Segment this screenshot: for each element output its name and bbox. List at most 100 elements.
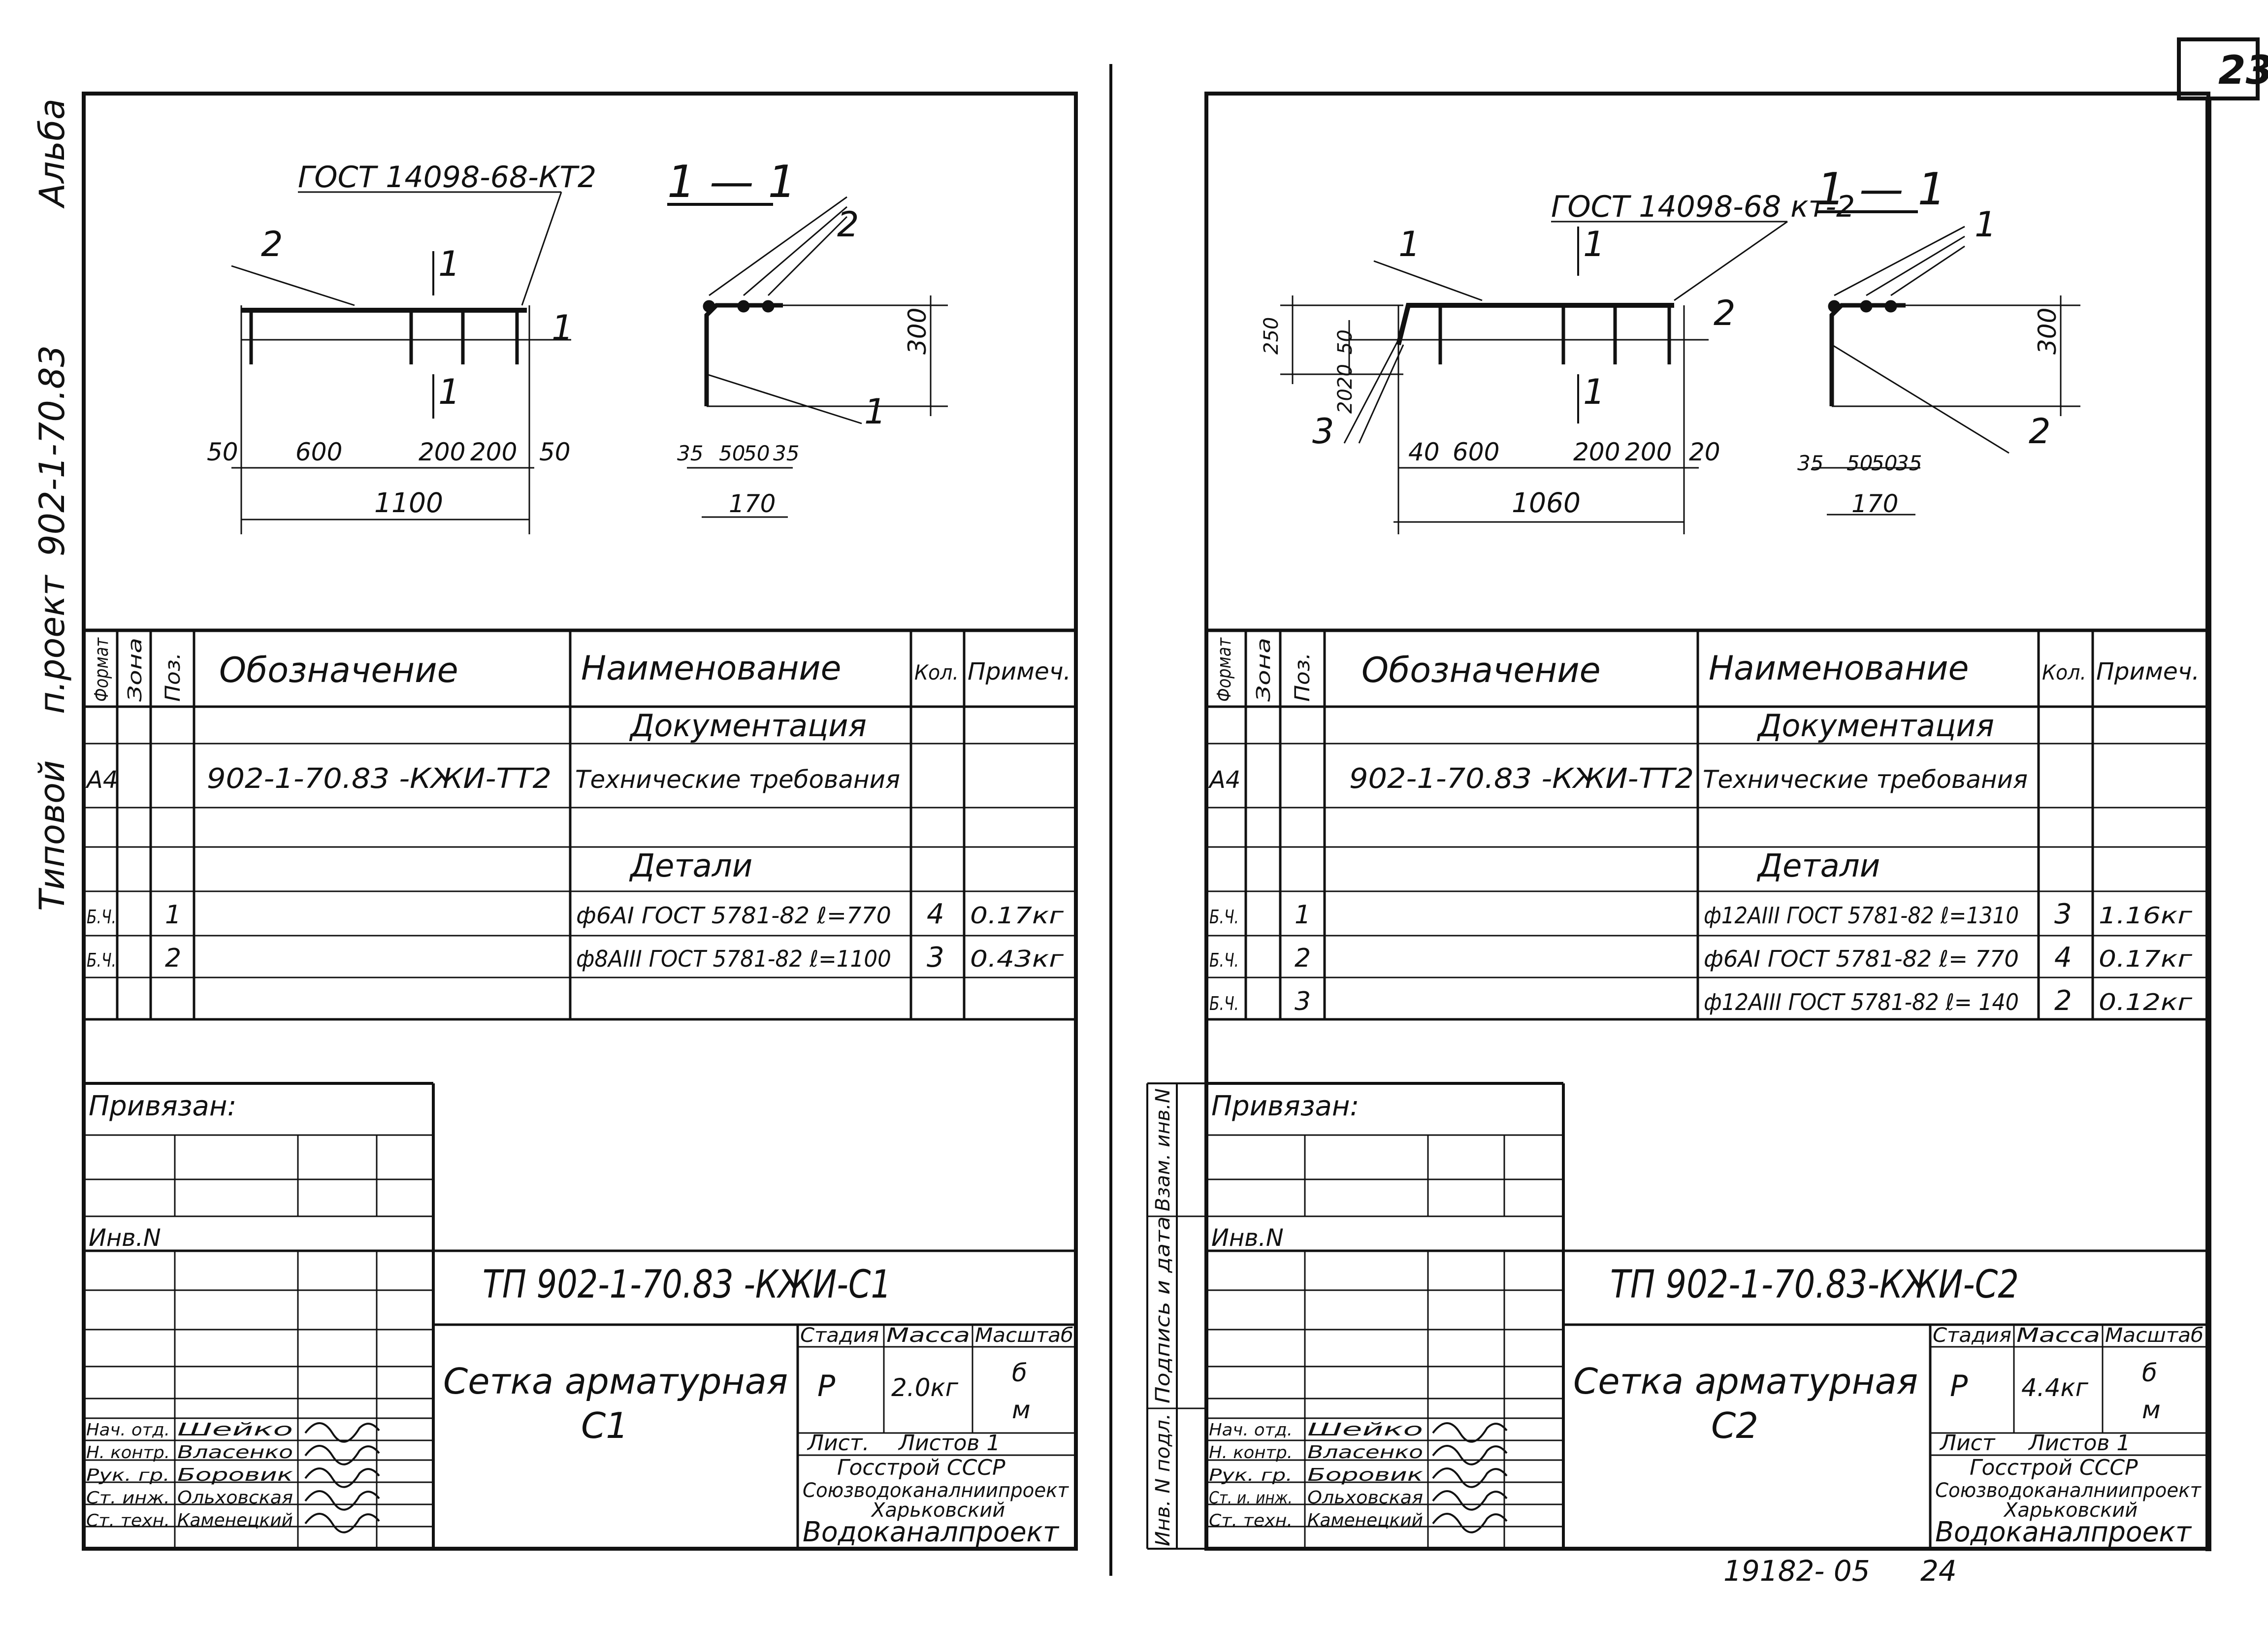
col-note: Примеч. — [968, 658, 1071, 685]
part-qty: 3 — [927, 942, 944, 974]
part-pos: 2 — [1295, 944, 1311, 973]
section-label: 1 — 1 — [667, 156, 796, 208]
drawing-mark: С2 — [1711, 1405, 1758, 1446]
org-line: Водоканалпроект — [1935, 1516, 2192, 1548]
staff-role: Рук. гр. — [1209, 1465, 1293, 1485]
doc-format: А4 — [1208, 766, 1240, 794]
staff-name: Ольховская — [1307, 1488, 1423, 1508]
side-strip-label: Подпись и дата — [1152, 1216, 1174, 1403]
bottom-page-number: 24 — [1920, 1554, 1957, 1588]
plan-dimension: 200 — [1625, 438, 1672, 466]
part-name: ф12АIII ГОСТ 5781-82 ℓ= 140 — [1704, 989, 2019, 1015]
signature-scribble — [304, 1467, 380, 1488]
col-name: Наименование — [1709, 649, 1969, 688]
part-format: Б.Ч. — [87, 949, 116, 971]
section-label: 1 — 1 — [1817, 163, 1946, 215]
inv-label: Инв.N — [1211, 1224, 1284, 1252]
org-line: Харьковский — [2003, 1499, 2138, 1522]
staff-role: Рук. гр. — [86, 1465, 170, 1485]
section-dimension: 35 — [677, 441, 703, 465]
part-name: ф8АIII ГОСТ 5781-82 ℓ=1100 — [576, 945, 891, 972]
staff-role: Нач. отд. — [86, 1420, 170, 1440]
scale-label: Масштаб — [2105, 1324, 2203, 1347]
staff-name: Каменецкий — [177, 1510, 293, 1530]
sheet-right — [1146, 92, 2210, 1551]
side-project: 902-1-70.83 — [32, 345, 72, 556]
section-height-dimension: 300 — [903, 308, 932, 355]
right-rebar-section — [1812, 210, 2080, 516]
section-height-dimension: 300 — [2033, 308, 2062, 355]
part-name: ф12АIII ГОСТ 5781-82 ℓ=1310 — [1704, 902, 2019, 929]
section-parts: Детали — [629, 848, 752, 884]
side-strip-label: Инв. N подл. — [1152, 1413, 1174, 1546]
org-line: Госстрой СССР — [1970, 1455, 2138, 1480]
section-total-dimension: 170 — [1851, 489, 1898, 518]
staff-name: Шейко — [1307, 1420, 1423, 1440]
staff-name: Боровик — [177, 1465, 293, 1485]
plan-total-dimension: 1060 — [1512, 487, 1581, 519]
part-pos: 1 — [1295, 900, 1311, 930]
col-note: Примеч. — [2096, 658, 2200, 685]
side-album: Альба — [32, 98, 72, 209]
staff-role: Нач. отд. — [1209, 1420, 1293, 1440]
mass-value: 2.0кг — [891, 1373, 959, 1402]
mass-label: Масса — [886, 1324, 970, 1347]
mass-label: Масса — [2016, 1324, 2100, 1347]
position-callout: 2 — [1714, 293, 1736, 333]
col-qty: Кол. — [914, 660, 959, 684]
left-dimension: 250 — [1260, 317, 1283, 355]
side-strip-label: Взам. инв.N — [1152, 1088, 1174, 1211]
doc-name: Технические требования — [1703, 765, 2028, 794]
part-qty: 4 — [927, 898, 944, 930]
col-zone: Зона — [124, 638, 146, 702]
org-line: Союзводоканалниипроект — [1935, 1479, 2202, 1502]
org-line: Союзводоканалниипроект — [803, 1479, 1069, 1502]
mass-value: 4.4кг — [2021, 1373, 2089, 1402]
staff-name: Ольховская — [177, 1488, 293, 1508]
part-note: 0.12кг — [2099, 989, 2193, 1015]
staff-name: Каменецкий — [1307, 1510, 1423, 1530]
position-callout: 1 — [551, 308, 574, 348]
part-note: 0.17кг — [970, 902, 1064, 929]
drawing-mark: С1 — [581, 1405, 628, 1446]
sheets-label: Листов 1 — [2028, 1431, 2130, 1456]
staff-name: Власенко — [177, 1442, 293, 1463]
staff-name: Шейко — [177, 1420, 293, 1440]
col-pos: Поз. — [161, 652, 185, 702]
plan-dimension: 40 — [1408, 438, 1440, 466]
scale-num: б — [2142, 1359, 2157, 1387]
plan-dimension: 50 — [539, 438, 571, 466]
section-cut-mark: 1 — [438, 372, 460, 412]
stage-value: Р — [817, 1369, 836, 1403]
gost-label: ГОСТ 14098-68-КТ2 — [298, 160, 596, 195]
scale-den: м — [2142, 1396, 2161, 1424]
plan-dimension: 600 — [1453, 438, 1499, 466]
position-callout: 3 — [1312, 411, 1334, 452]
stage-label: Стадия — [1933, 1324, 2011, 1347]
left-rebar-section — [667, 196, 948, 518]
part-qty: 3 — [2054, 898, 2072, 930]
col-format: Формат — [91, 637, 112, 702]
signature-scribble — [304, 1513, 380, 1533]
position-callout: 1 — [1398, 224, 1421, 264]
section-dimension: 50 — [744, 441, 770, 465]
right-rebar-plan — [1280, 221, 1788, 534]
col-designation: Обозначение — [219, 650, 458, 690]
section-dimension: 50 — [719, 441, 745, 465]
doc-format: А4 — [85, 766, 118, 794]
plan-dimension: 50 — [207, 438, 238, 466]
part-format: Б.Ч. — [1209, 949, 1239, 971]
part-pos: 2 — [165, 944, 181, 973]
section-dimension: 35 — [1896, 451, 1922, 475]
drawing-code: ТП 902-1-70.83 -КЖИ-С1 — [483, 1263, 891, 1307]
privyazan-label: Привязан: — [1211, 1090, 1359, 1122]
stage-label: Стадия — [800, 1324, 879, 1347]
part-pos: 1 — [165, 900, 181, 930]
gost-label: ГОСТ 14098-68 кт-2 — [1551, 190, 1855, 224]
part-note: 0.43кг — [970, 945, 1064, 972]
section-parts: Детали — [1756, 848, 1880, 884]
part-format: Б.Ч. — [87, 906, 116, 928]
scale-num: б — [1012, 1359, 1027, 1387]
